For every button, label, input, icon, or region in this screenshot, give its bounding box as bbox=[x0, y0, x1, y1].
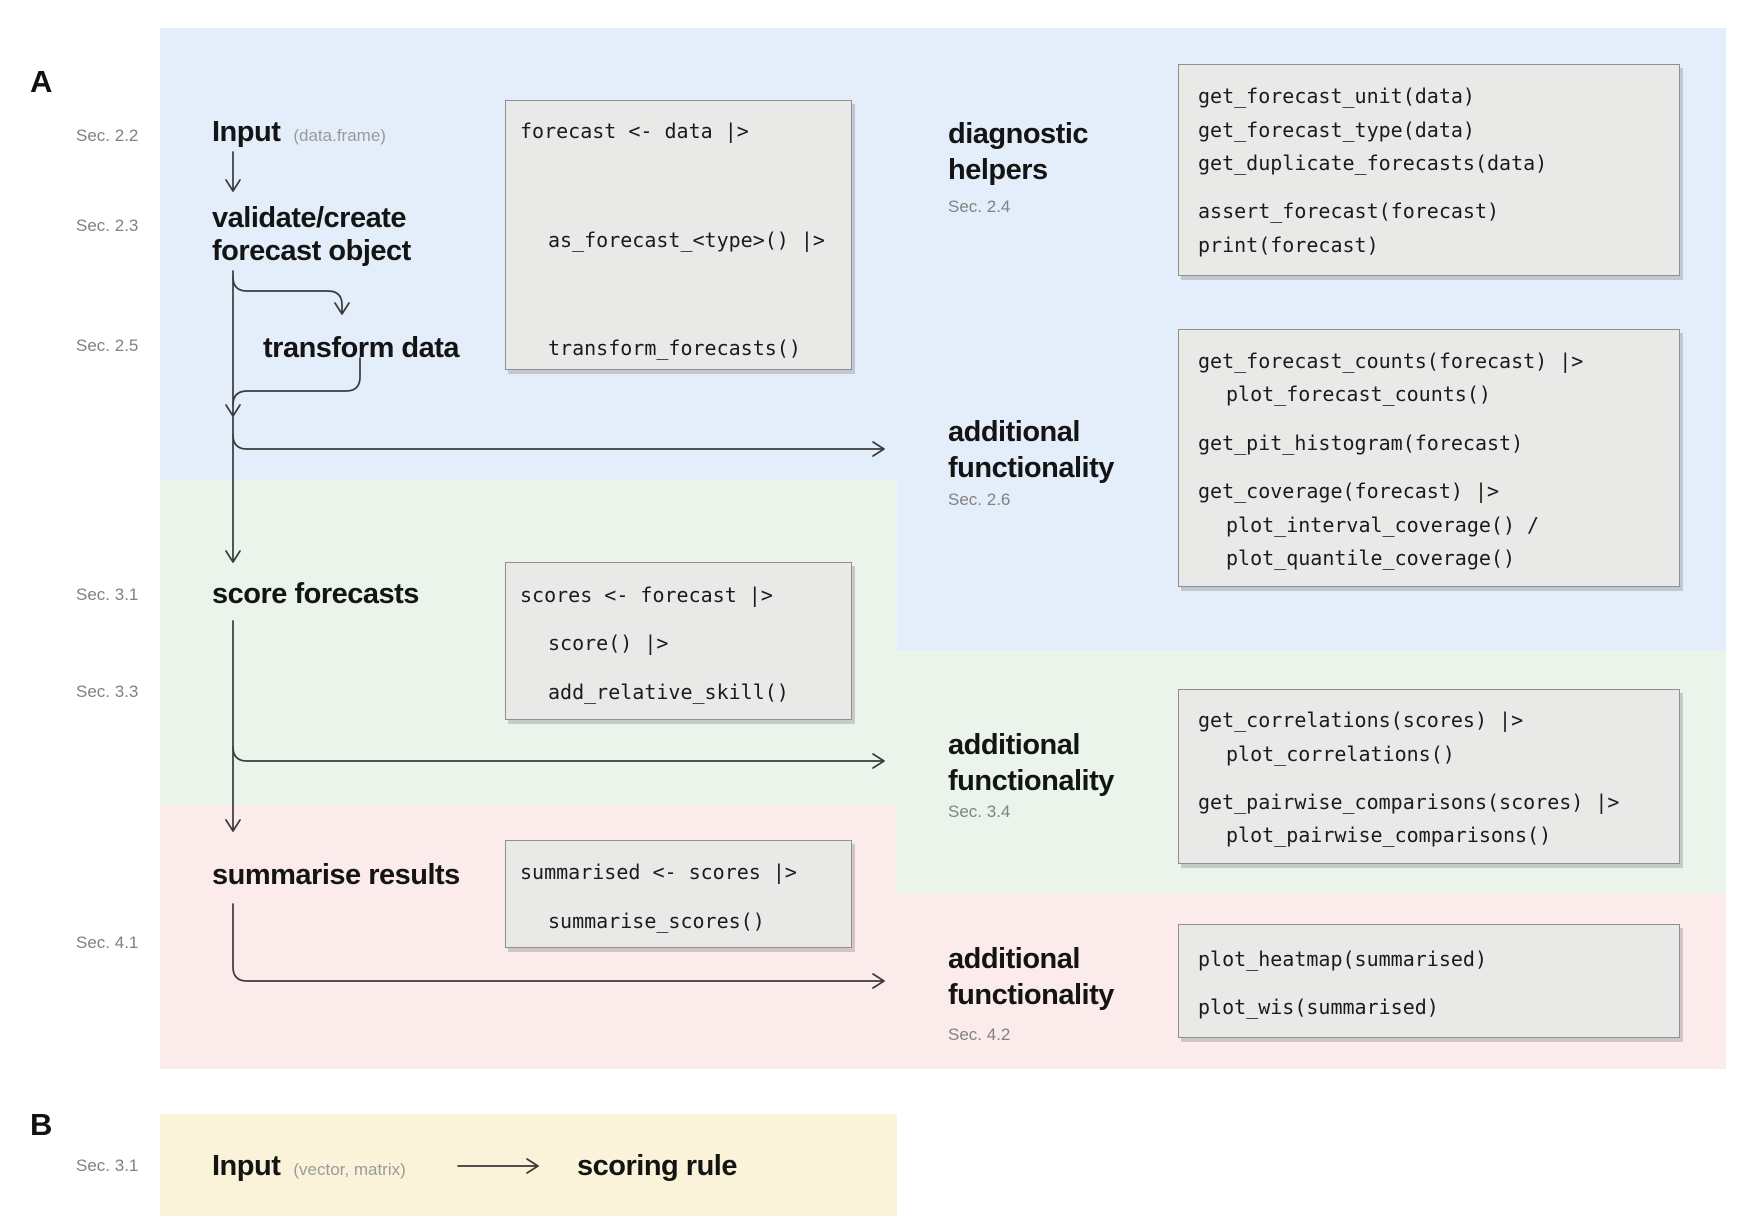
flow-step-validate: validate/create forecast object bbox=[212, 202, 411, 268]
codebox-diagnostic-helpers bbox=[1178, 64, 1680, 276]
codebox-additional-functionality-2 bbox=[1178, 689, 1680, 864]
arrow-spine-score-to-summarise bbox=[225, 620, 241, 832]
heading-additional-functionality-1: additional functionality bbox=[948, 414, 1114, 486]
section-label-b-3-1: Sec. 3.1 bbox=[76, 1156, 139, 1175]
arrow-input-to-validate bbox=[225, 151, 241, 192]
code-plot-wis: plot_wis(summarised) bbox=[1198, 995, 1439, 1019]
validate-line-2: forecast object bbox=[212, 235, 411, 267]
panel-b-scoring-rule: scoring rule bbox=[577, 1150, 738, 1182]
code-score: score() |> bbox=[548, 631, 669, 655]
section-label-2-6: Sec. 2.6 bbox=[948, 490, 1011, 509]
code-get-duplicate-forecasts: get_duplicate_forecasts(data) bbox=[1198, 151, 1548, 175]
flow-step-score: score forecasts bbox=[212, 578, 419, 610]
heading-additional-functionality-2: additional functionality bbox=[948, 727, 1114, 799]
af2-line-2: functionality bbox=[948, 765, 1114, 797]
band-yellow-panel-b bbox=[160, 1114, 897, 1216]
section-label-2-4: Sec. 2.4 bbox=[948, 197, 1011, 216]
code-plot-correlations: plot_correlations() bbox=[1226, 742, 1455, 766]
arrow-panel-b-input-to-scoring-rule bbox=[457, 1158, 539, 1174]
af1-line-1: additional bbox=[948, 416, 1080, 448]
panel-b-label: B bbox=[30, 1107, 52, 1142]
codebox-summarise bbox=[505, 840, 852, 948]
code-get-pit-histogram: get_pit_histogram(forecast) bbox=[1198, 431, 1524, 455]
section-label-4-1: Sec. 4.1 bbox=[76, 933, 139, 952]
heading-additional-functionality-3: additional functionality bbox=[948, 941, 1114, 1013]
panel-b-input-label: Input bbox=[212, 1150, 281, 1182]
input-type-note: (data.frame) bbox=[293, 126, 386, 145]
af3-line-2: functionality bbox=[948, 979, 1114, 1011]
flow-step-input: Input (data.frame) bbox=[212, 116, 386, 152]
code-transform-forecasts: transform_forecasts() bbox=[548, 336, 801, 360]
codebox-additional-functionality-1 bbox=[1178, 329, 1680, 587]
section-label-4-2: Sec. 4.2 bbox=[948, 1025, 1011, 1044]
section-label-3-4: Sec. 3.4 bbox=[948, 802, 1011, 821]
section-label-2-5: Sec. 2.5 bbox=[76, 336, 139, 355]
code-get-coverage: get_coverage(forecast) |> bbox=[1198, 479, 1500, 503]
code-print-forecast: print(forecast) bbox=[1198, 233, 1379, 257]
code-plot-forecast-counts: plot_forecast_counts() bbox=[1226, 382, 1491, 406]
flow-step-transform: transform data bbox=[263, 332, 460, 364]
heading-diagnostic-helpers: diagnostic helpers bbox=[948, 116, 1089, 188]
input-label: Input bbox=[212, 116, 281, 148]
codebox-score bbox=[505, 562, 852, 720]
code-summarised-assign: summarised <- scores |> bbox=[520, 860, 797, 884]
code-get-forecast-counts: get_forecast_counts(forecast) |> bbox=[1198, 349, 1584, 373]
section-label-3-3: Sec. 3.3 bbox=[76, 682, 139, 701]
diagnostic-line-1: diagnostic bbox=[948, 118, 1089, 150]
code-plot-interval-coverage: plot_interval_coverage() / bbox=[1226, 513, 1540, 537]
section-label-2-3: Sec. 2.3 bbox=[76, 216, 139, 235]
section-label-2-2: Sec. 2.2 bbox=[76, 126, 139, 145]
arrow-branch-additional-functionality-1 bbox=[232, 434, 885, 457]
code-plot-pairwise-comparisons: plot_pairwise_comparisons() bbox=[1226, 823, 1552, 847]
af3-line-1: additional bbox=[948, 943, 1080, 975]
arrow-transform-return bbox=[232, 357, 361, 406]
code-as-forecast: as_forecast_<type>() |> bbox=[548, 228, 825, 252]
codebox-create-forecast bbox=[505, 100, 852, 370]
code-forecast-assign: forecast <- data |> bbox=[520, 119, 749, 143]
af1-line-2: functionality bbox=[948, 452, 1114, 484]
section-label-3-1: Sec. 3.1 bbox=[76, 585, 139, 604]
code-get-forecast-type: get_forecast_type(data) bbox=[1198, 118, 1475, 142]
code-get-forecast-unit: get_forecast_unit(data) bbox=[1198, 84, 1475, 108]
codebox-additional-functionality-3 bbox=[1178, 924, 1680, 1038]
panel-a-label: A bbox=[30, 64, 52, 99]
validate-line-1: validate/create bbox=[212, 202, 407, 234]
code-summarise-scores: summarise_scores() bbox=[548, 909, 765, 933]
af2-line-1: additional bbox=[948, 729, 1080, 761]
code-plot-heatmap: plot_heatmap(summarised) bbox=[1198, 947, 1487, 971]
diagnostic-line-2: helpers bbox=[948, 154, 1048, 186]
code-add-relative-skill: add_relative_skill() bbox=[548, 680, 789, 704]
code-get-pairwise-comparisons: get_pairwise_comparisons(scores) |> bbox=[1198, 790, 1620, 814]
panel-b-input-type-note: (vector, matrix) bbox=[293, 1160, 406, 1179]
code-scores-assign: scores <- forecast |> bbox=[520, 583, 773, 607]
arrow-spine-validate-to-score bbox=[225, 270, 241, 563]
flow-step-summarise: summarise results bbox=[212, 859, 460, 891]
code-get-correlations: get_correlations(scores) |> bbox=[1198, 708, 1524, 732]
code-assert-forecast: assert_forecast(forecast) bbox=[1198, 199, 1500, 223]
panel-b-input: Input (vector, matrix) bbox=[212, 1148, 406, 1188]
arrow-branch-additional-functionality-3 bbox=[232, 903, 885, 989]
arrow-branch-additional-functionality-2 bbox=[232, 746, 885, 769]
arrow-branch-to-transform bbox=[232, 276, 350, 315]
code-plot-quantile-coverage: plot_quantile_coverage() bbox=[1226, 546, 1515, 570]
